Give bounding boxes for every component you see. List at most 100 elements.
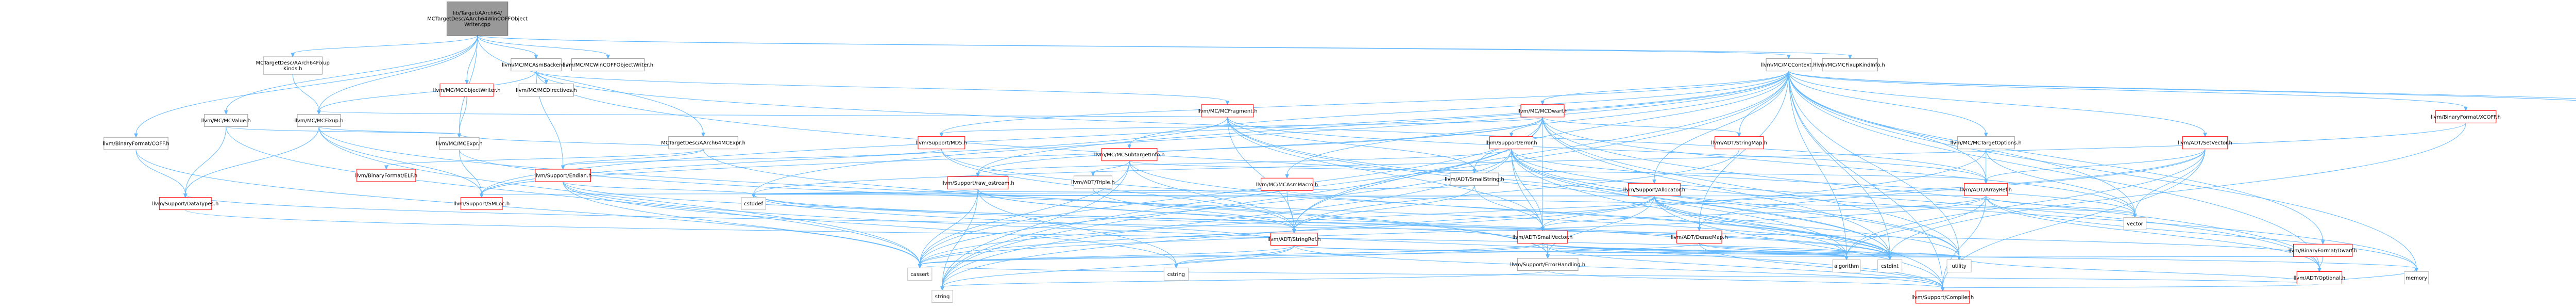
include-edge	[563, 181, 1892, 261]
header-nodes: lib/Target/AArch64/MCTargetDesc/AArch64W…	[103, 2, 2501, 304]
include-edge	[292, 74, 321, 115]
node-label: llvm/MC/MCSubtargetInfo.h	[1094, 152, 1165, 158]
header-node-algorithm[interactable]: algorithm	[1832, 259, 1861, 272]
header-node-llvm-mc-mcfixup-h[interactable]: llvm/MC/MCFixup.h	[294, 114, 344, 127]
node-label: llvm/BinaryFormat/ELF.h	[355, 173, 417, 179]
node-label: cstring	[1167, 272, 1185, 278]
header-node-llvm-support-errorhandling-h[interactable]: llvm/Support/ErrorHandling.h	[1510, 258, 1585, 271]
include-edge	[1509, 117, 1543, 137]
include-edge	[1652, 71, 1789, 184]
node-label: llvm/MC/MCContext.h	[1761, 62, 1817, 68]
include-edge	[1788, 71, 2325, 245]
header-node-llvm-mc-mcsubtargetinfo-h[interactable]: llvm/MC/MCSubtargetInfo.h	[1094, 148, 1165, 161]
node-label: llvm/MC/MCTargetOptions.h	[1951, 140, 2022, 146]
node-label: llvm/MC/MCDwarf.h	[1517, 108, 1568, 114]
node-label: vector	[2127, 221, 2144, 227]
header-node-llvm-adt-optional-h[interactable]: llvm/ADT/Optional.h	[2294, 271, 2345, 285]
header-node-llvm-support-smloc-h[interactable]: llvm/Support/SMLoc.h	[453, 197, 510, 210]
header-node-vector[interactable]: vector	[2123, 217, 2147, 230]
header-node-cstring[interactable]: cstring	[1163, 267, 1189, 281]
include-edge	[1788, 71, 1945, 292]
node-label: cstddef	[744, 201, 763, 207]
header-node-llvm-adt-setvector-h[interactable]: llvm/ADT/SetVector.h	[2178, 136, 2232, 150]
include-edge	[1540, 195, 1987, 232]
node-label: llvm/ADT/Optional.h	[2294, 275, 2345, 281]
header-node-llvm-support-compiler-h[interactable]: llvm/Support/Compiler.h	[1911, 290, 1974, 304]
header-node-utility[interactable]: utility	[1946, 259, 1972, 272]
node-label: llvm/Support/ErrorHandling.h	[1510, 262, 1585, 268]
include-edge	[940, 270, 1548, 291]
header-node-llvm-mc-mctargetoptions-h[interactable]: llvm/MC/MCTargetOptions.h	[1951, 136, 2022, 150]
header-node-llvm-adt-smallstring-h[interactable]: llvm/ADT/SmallString.h	[1445, 172, 1504, 186]
include-edge	[135, 150, 188, 198]
node-label: llvm/MC/MCObjectWriter.h	[433, 88, 501, 93]
node-label: llvm/Support/Error.h	[1485, 140, 1537, 146]
node-label: MCTargetDesc/AArch64Fixup	[256, 60, 330, 66]
header-node-llvm-mc-mccontext-h[interactable]: llvm/MC/MCContext.h	[1761, 58, 1817, 72]
node-label: llvm/Support/Compiler.h	[1911, 295, 1974, 300]
header-node-llvm-binaryformat-coff-h[interactable]: llvm/BinaryFormat/COFF.h	[103, 137, 170, 150]
node-label: Kinds.h	[283, 66, 302, 72]
header-node-llvm-adt-triple-h[interactable]: llvm/ADT/Triple.h	[1071, 175, 1115, 189]
include-edge	[940, 149, 1987, 291]
include-edge	[1540, 71, 1789, 106]
header-node-llvm-adt-densemap-h[interactable]: llvm/ADT/DenseMap.h	[1671, 230, 1728, 244]
header-node-llvm-mc-mcwincoffobjectwriter-h[interactable]: llvm/MC/MCWinCOFFObjectWriter.h	[563, 58, 653, 72]
node-label: Writer.cpp	[464, 22, 490, 28]
include-edge	[1542, 117, 1741, 137]
include-edge	[185, 209, 1892, 261]
node-label: llvm/BinaryFormat/COFF.h	[103, 141, 170, 147]
header-node-llvm-binaryformat-elf-h[interactable]: llvm/BinaryFormat/ELF.h	[355, 169, 417, 182]
header-node-llvm-support-error-h[interactable]: llvm/Support/Error.h	[1485, 136, 1537, 150]
include-edge	[536, 71, 1230, 106]
include-edge	[1788, 71, 1988, 137]
header-node-lib-target-aarch64-mctargetdesc-aarch64wincoffobjectwriter-cpp: lib/Target/AArch64/MCTargetDesc/AArch64W…	[427, 2, 528, 36]
header-node-llvm-mc-mcexpr-h[interactable]: llvm/MC/MCExpr.h	[436, 137, 483, 150]
include-edge	[939, 117, 1543, 137]
header-node-llvm-support-allocator-h[interactable]: llvm/Support/Allocator.h	[1623, 183, 1685, 196]
header-node-llvm-mc-mcfixupkindinfo-h[interactable]: llvm/MC/MCFixupKindInfo.h	[1815, 58, 1885, 72]
header-node-llvm-mc-mcasmbackend-h[interactable]: llvm/MC/MCAsmBackend.h	[502, 58, 570, 72]
header-node-llvm-adt-smallvector-h[interactable]: llvm/ADT/SmallVector.h	[1513, 230, 1573, 244]
header-node-llvm-mc-mcasmmacro-h[interactable]: llvm/MC/MCAsmMacro.h	[1256, 177, 1318, 191]
include-edge	[536, 71, 549, 85]
header-node-llvm-mc-mcobjectwriter-h[interactable]: llvm/MC/MCObjectWriter.h	[433, 84, 501, 97]
header-node-mctargetdesc-aarch64mcexpr-h[interactable]: MCTargetDesc/AArch64MCExpr.h	[661, 136, 745, 150]
header-node-llvm-adt-stringmap-h[interactable]: llvm/ADT/StringMap.h	[1711, 136, 1767, 150]
header-node-llvm-mc-mcvalue-h[interactable]: llvm/MC/MCValue.h	[201, 114, 251, 127]
header-node-string[interactable]: string	[931, 289, 953, 303]
node-label: llvm/MC/MCWinCOFFObjectWriter.h	[563, 62, 653, 68]
include-edge	[317, 71, 537, 115]
header-node-llvm-support-raw-ostream-h[interactable]: llvm/Support/raw_ostream.h	[941, 176, 1014, 189]
header-node-llvm-mc-mcfragment-h[interactable]: llvm/MC/MCFragment.h	[1197, 104, 1258, 118]
include-edge	[2133, 149, 2206, 218]
include-edge	[1844, 149, 2206, 261]
node-label: llvm/Support/Endian.h	[534, 173, 591, 179]
node-label: llvm/MC/MCExpr.h	[436, 141, 482, 147]
node-label: llvm/MC/MCDirectives.h	[516, 88, 577, 93]
header-node-memory[interactable]: memory	[2404, 271, 2429, 285]
header-node-llvm-support-endian-h[interactable]: llvm/Support/Endian.h	[534, 169, 591, 182]
node-label: cassert	[910, 272, 929, 278]
include-edge	[459, 150, 484, 198]
include-edge	[1292, 149, 1740, 234]
header-node-llvm-mc-mcdwarf-h[interactable]: llvm/MC/MCDwarf.h	[1517, 104, 1568, 118]
include-edge	[1540, 196, 1655, 232]
include-edge	[479, 71, 1789, 198]
include-edge	[477, 35, 705, 137]
header-node-llvm-adt-arrayref-h[interactable]: llvm/ADT/ArrayRef.h	[1960, 183, 2012, 196]
header-node-llvm-support-md5-h[interactable]: llvm/Support/MD5.h	[916, 136, 967, 150]
include-edge	[751, 123, 2466, 198]
node-label: llvm/MC/MCAsmMacro.h	[1256, 182, 1318, 188]
header-node-llvm-binaryformat-xcoff-h[interactable]: llvm/BinaryFormat/XCOFF.h	[2431, 110, 2501, 123]
header-node-cstdint[interactable]: cstdint	[1877, 259, 1903, 272]
header-node-llvm-mc-mcdirectives-h[interactable]: llvm/MC/MCDirectives.h	[516, 84, 577, 97]
include-edge	[1547, 270, 1945, 292]
include-edge	[317, 35, 478, 115]
header-node-llvm-support-datatypes-h[interactable]: llvm/Support/DataTypes.h	[152, 197, 218, 210]
header-node-llvm-adt-stringref-h[interactable]: llvm/ADT/StringRef.h	[1267, 233, 1321, 246]
header-node-cstddef[interactable]: cstddef	[741, 197, 766, 210]
header-node-llvm-binaryformat-dwarf-h[interactable]: llvm/BinaryFormat/Dwarf.h	[2289, 244, 2358, 257]
header-node-cassert[interactable]: cassert	[907, 267, 933, 281]
